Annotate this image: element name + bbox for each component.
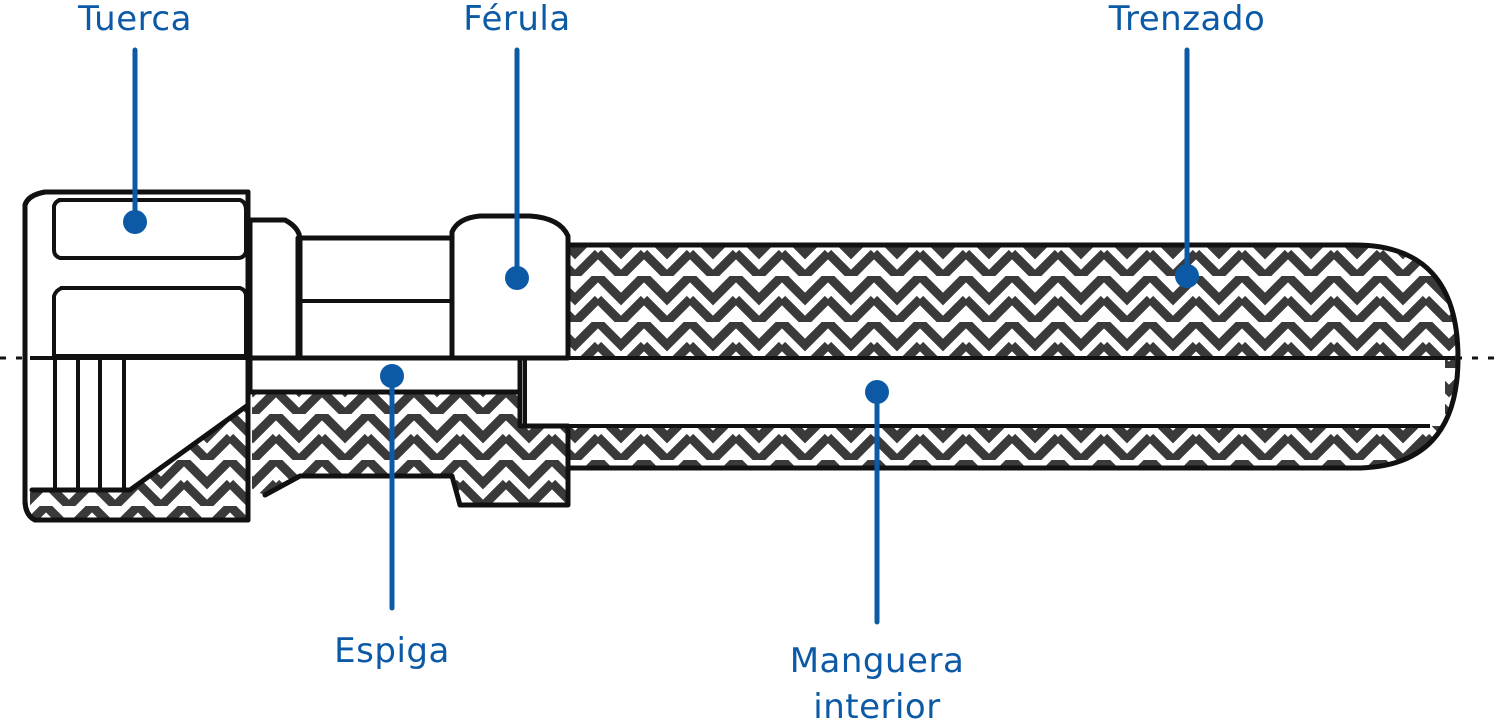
tuerca-marker-dot xyxy=(123,210,147,234)
ferrule xyxy=(252,213,571,508)
spigot xyxy=(247,217,523,395)
inner-hose-channel xyxy=(525,358,1445,426)
manguera-marker-dot xyxy=(865,380,889,404)
ferula-label: Férula xyxy=(463,0,570,39)
braided-hose xyxy=(523,242,1461,471)
manguera-label-line2: interior xyxy=(813,687,940,725)
espiga-marker-dot xyxy=(380,364,404,388)
ferula-marker-dot xyxy=(505,266,529,290)
manguera-label-line1: Manguera xyxy=(790,641,965,681)
trenzado-label: Trenzado xyxy=(1108,0,1266,39)
espiga-label: Espiga xyxy=(334,631,450,671)
trenzado-marker-dot xyxy=(1175,264,1199,288)
tuerca-label: Tuerca xyxy=(77,0,192,39)
nut xyxy=(22,189,251,523)
